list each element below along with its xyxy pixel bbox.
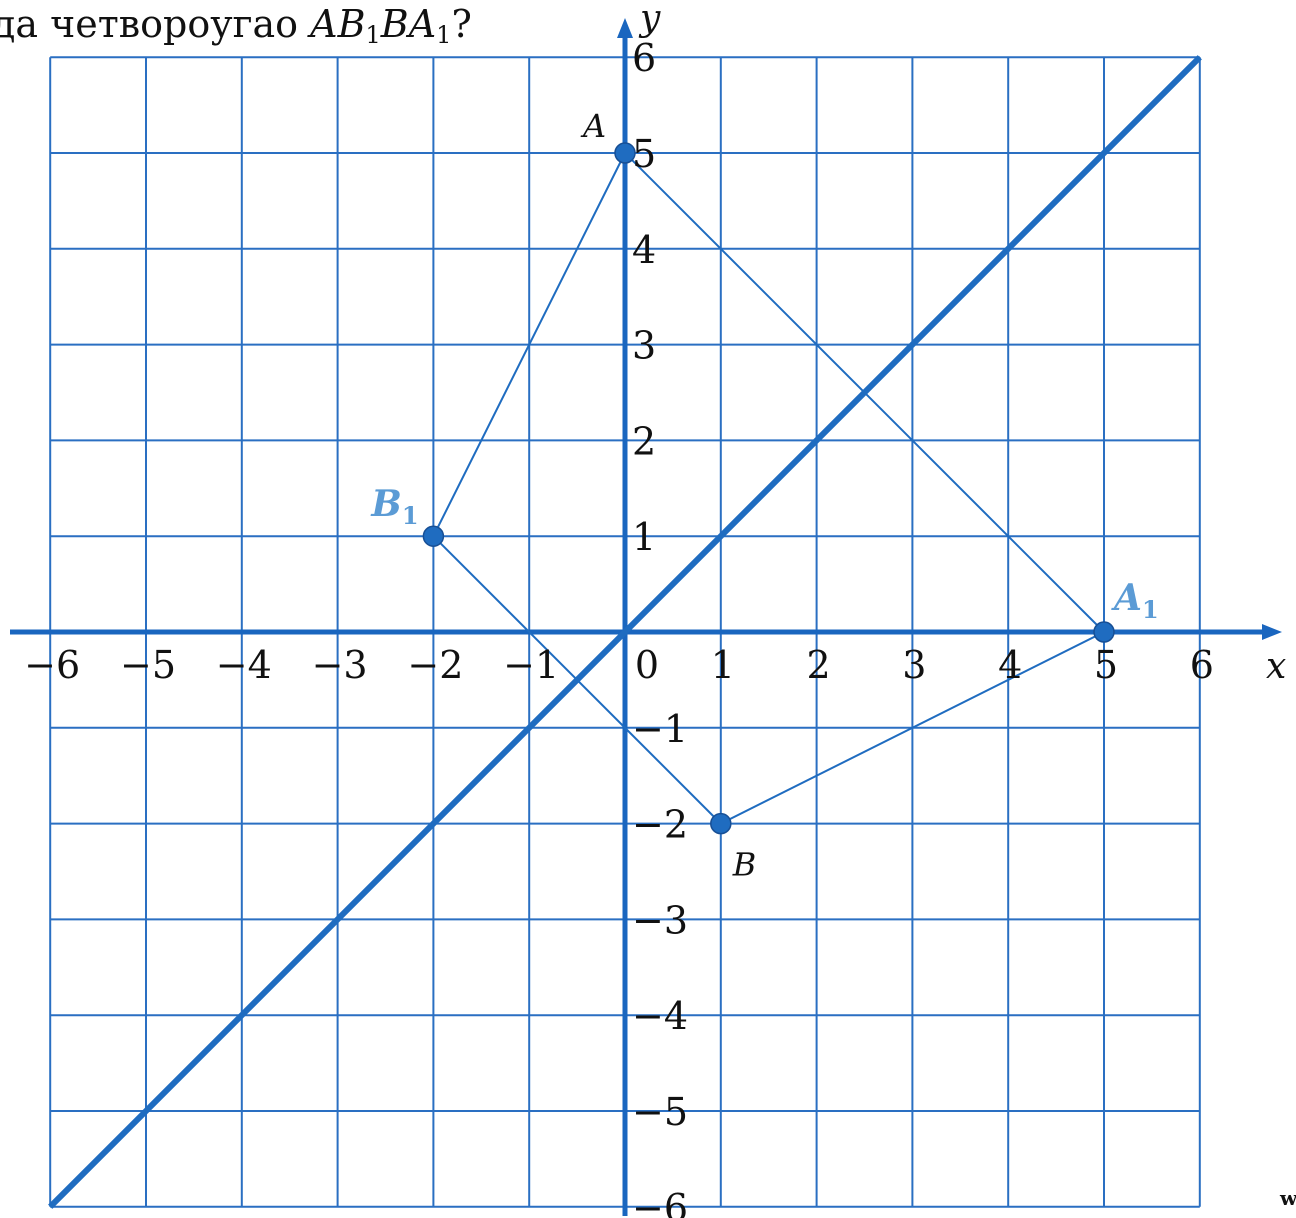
y-axis-arrow xyxy=(617,18,633,38)
x-tick-label: 3 xyxy=(902,643,926,687)
y-tick-label: 2 xyxy=(632,419,656,463)
x-tick-label: 1 xyxy=(711,643,735,687)
point-label-subscript: 1 xyxy=(1142,595,1159,624)
caption-sub-2: 1 xyxy=(436,21,452,49)
x-tick-label: −5 xyxy=(120,643,176,687)
point-label-b1: B1 xyxy=(370,483,418,530)
x-tick-label: −3 xyxy=(312,643,368,687)
point-marker-a xyxy=(614,142,636,164)
point-label-a1: A1 xyxy=(1111,577,1159,624)
x-tick-label: −1 xyxy=(503,643,559,687)
mirror-line-y-equals-x xyxy=(48,55,1202,1209)
caption-vertex-ba: BA xyxy=(380,2,437,46)
x-tick-label: 6 xyxy=(1190,643,1214,687)
x-tick-label: −2 xyxy=(407,643,463,687)
y-tick-label: 6 xyxy=(632,36,656,80)
y-tick-label: 1 xyxy=(632,515,656,559)
y-tick-label: −2 xyxy=(632,803,688,847)
x-axis-arrow xyxy=(1262,624,1282,640)
x-axis-label: x xyxy=(1266,646,1286,687)
x-tick-label: 5 xyxy=(1094,643,1118,687)
y-tick-label: 4 xyxy=(632,228,656,272)
caption-suffix: ? xyxy=(451,2,472,46)
caption-prefix: да четвороугао xyxy=(0,2,311,46)
caption-vertex-ab: AB xyxy=(310,2,366,46)
x-tick-label: 0 xyxy=(635,643,659,687)
axes: xy xyxy=(10,0,1286,1216)
x-tick-label: −4 xyxy=(216,643,272,687)
y-tick-label: 5 xyxy=(632,132,656,176)
point-label-b: B xyxy=(732,846,757,884)
point-label-subscript: 1 xyxy=(402,501,419,530)
problem-caption: да четвороугао AB1BA1? xyxy=(0,2,472,49)
x-tick-label: 2 xyxy=(807,643,831,687)
watermark-text: w xyxy=(1280,1186,1296,1210)
y-tick-label: −1 xyxy=(632,707,688,751)
points-group: A B A1 B1 xyxy=(370,107,1158,884)
y-axis-label: y xyxy=(638,0,661,39)
caption-sub-1: 1 xyxy=(365,21,381,49)
mirror-line-group xyxy=(48,55,1202,1209)
y-tick-label: −4 xyxy=(632,994,688,1038)
point-label-a: A xyxy=(580,107,606,145)
y-tick-label: −3 xyxy=(632,898,688,942)
x-tick-label: 4 xyxy=(998,643,1022,687)
y-tick-label: −5 xyxy=(632,1090,688,1134)
y-tick-label: −6 xyxy=(632,1186,688,1218)
x-tick-label: −6 xyxy=(24,643,80,687)
point-marker-a1 xyxy=(1093,621,1115,643)
y-tick-label: 3 xyxy=(632,324,656,368)
point-marker-b1 xyxy=(422,525,445,547)
point-marker-b xyxy=(710,812,732,835)
tick-labels: −6 −5 −4 −3 −2 −1 0 1 2 3 4 5 6 6 5 4 3 2 1 −1 −2 −3 −4 −5 −6 xyxy=(24,36,1214,1218)
